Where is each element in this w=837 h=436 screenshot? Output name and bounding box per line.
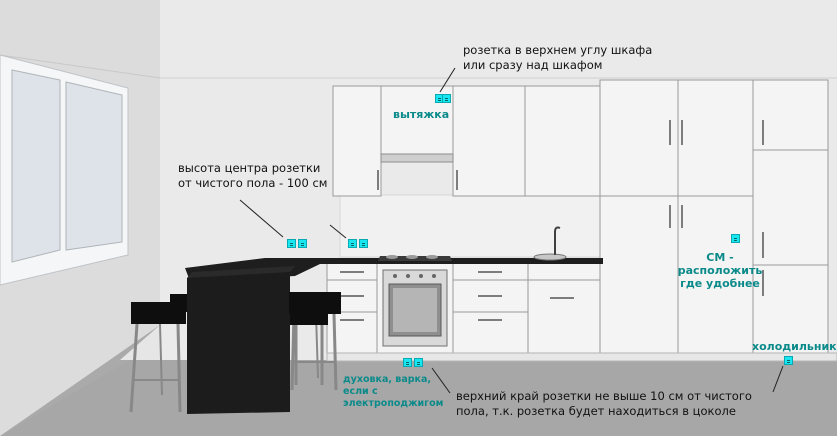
- socket-bar-left-2: [298, 239, 307, 248]
- oven-label-line2: если с: [343, 386, 378, 397]
- top-socket-note: розетка в верхнем углу шкафа или сразу н…: [463, 43, 652, 73]
- oven-label: духовка, варка, если с электроподжигом: [343, 374, 443, 410]
- height-note-line1: высота центра розетки: [178, 161, 321, 175]
- height-note-line2: от чистого пола - 100 см: [178, 176, 328, 190]
- socket-oven-2: [414, 358, 423, 367]
- plinth-note: верхний край розетки не выше 10 см от чи…: [456, 389, 752, 419]
- socket-washer: [731, 234, 740, 243]
- oven-label-line3: электроподжигом: [343, 398, 444, 409]
- top-socket-note-line2: или сразу над шкафом: [463, 58, 603, 72]
- oven-label-line1: духовка, варка,: [343, 374, 431, 385]
- socket-bar-left-1: [287, 239, 296, 248]
- plinth-note-line2: пола, т.к. розетка будет находиться в цо…: [456, 404, 736, 418]
- socket-oven-1: [403, 358, 412, 367]
- socket-top-cabinet-2: [442, 94, 451, 103]
- hood-label: вытяжка: [393, 108, 450, 121]
- socket-counter-1: [348, 239, 357, 248]
- socket-fridge: [784, 356, 793, 365]
- washer-label-line3: где удобнее: [680, 277, 760, 290]
- socket-counter-2: [359, 239, 368, 248]
- fridge-label: холодильник: [752, 340, 837, 353]
- top-socket-note-line1: розетка в верхнем углу шкафа: [463, 43, 653, 57]
- plinth-note-line1: верхний край розетки не выше 10 см от чи…: [456, 389, 752, 403]
- washer-label: СМ - расположить где удобнее: [666, 251, 774, 290]
- height-note: высота центра розетки от чистого пола - …: [178, 161, 327, 191]
- washer-label-line2: расположить: [677, 264, 763, 277]
- washer-label-line1: СМ -: [706, 251, 734, 264]
